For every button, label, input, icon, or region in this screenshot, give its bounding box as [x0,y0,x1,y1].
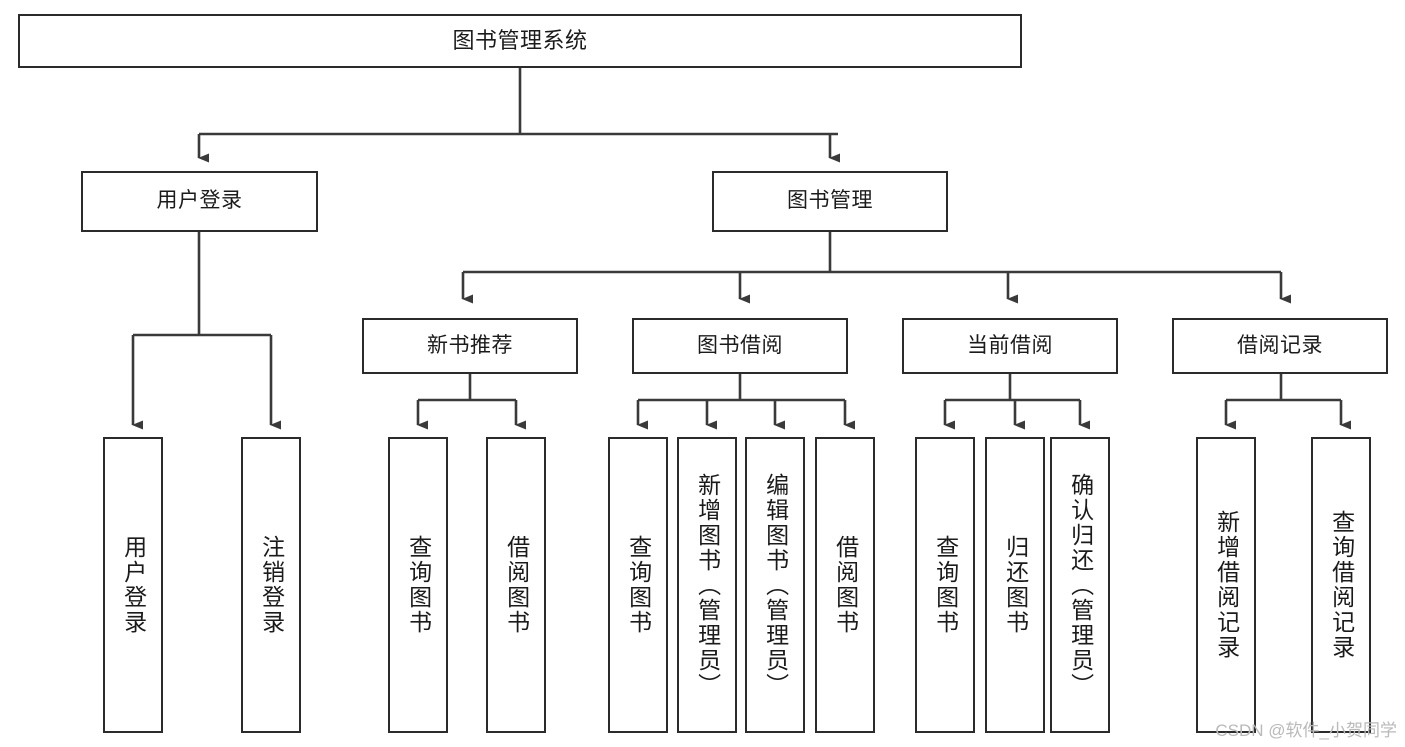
leaf-query-book-2[interactable]: 查询图书 [608,437,668,733]
leaf-query-book-3-label: 查询图书 [932,535,959,635]
leaf-query-book-3[interactable]: 查询图书 [915,437,975,733]
leaf-user-logout[interactable]: 注销登录 [241,437,301,733]
node-book-management-label: 图书管理 [787,189,873,213]
node-borrow-record[interactable]: 借阅记录 [1172,318,1388,374]
leaf-query-record[interactable]: 查询借阅记录 [1311,437,1371,733]
node-book-borrow[interactable]: 图书借阅 [632,318,848,374]
leaf-query-record-label: 查询借阅记录 [1328,510,1355,660]
watermark: CSDN @软件_小贺同学 [1215,721,1397,740]
node-borrow-record-label: 借阅记录 [1237,333,1323,357]
leaf-return-book[interactable]: 归还图书 [985,437,1045,733]
leaf-edit-book-label: 编辑图书（管理员） [762,472,789,698]
leaf-query-book-1-label: 查询图书 [405,535,432,635]
node-new-book-recommend-label: 新书推荐 [427,333,513,357]
leaf-borrow-book-1[interactable]: 借阅图书 [486,437,546,733]
node-user-login[interactable]: 用户登录 [81,171,318,232]
node-book-borrow-label: 图书借阅 [697,333,783,357]
leaf-add-record-label: 新增借阅记录 [1213,510,1240,660]
leaf-borrow-book-1-label: 借阅图书 [503,535,530,635]
leaf-add-book[interactable]: 新增图书（管理员） [677,437,737,733]
leaf-borrow-book-2[interactable]: 借阅图书 [815,437,875,733]
node-root-label: 图书管理系统 [452,28,588,54]
leaf-add-book-label: 新增图书（管理员） [694,472,721,698]
leaf-user-login[interactable]: 用户登录 [103,437,163,733]
leaf-return-book-label: 归还图书 [1002,535,1029,635]
leaf-edit-book[interactable]: 编辑图书（管理员） [745,437,805,733]
node-current-borrow[interactable]: 当前借阅 [902,318,1118,374]
node-root[interactable]: 图书管理系统 [18,14,1022,68]
node-book-management[interactable]: 图书管理 [712,171,948,232]
leaf-query-book-2-label: 查询图书 [625,535,652,635]
leaf-confirm-return-label: 确认归还（管理员） [1067,472,1094,698]
leaf-borrow-book-2-label: 借阅图书 [832,535,859,635]
node-current-borrow-label: 当前借阅 [967,333,1053,357]
leaf-user-logout-label: 注销登录 [258,535,285,635]
leaf-query-book-1[interactable]: 查询图书 [388,437,448,733]
leaf-user-login-label: 用户登录 [120,535,147,635]
node-new-book-recommend[interactable]: 新书推荐 [362,318,578,374]
leaf-add-record[interactable]: 新增借阅记录 [1196,437,1256,733]
node-user-login-label: 用户登录 [156,189,243,213]
leaf-confirm-return[interactable]: 确认归还（管理员） [1050,437,1110,733]
